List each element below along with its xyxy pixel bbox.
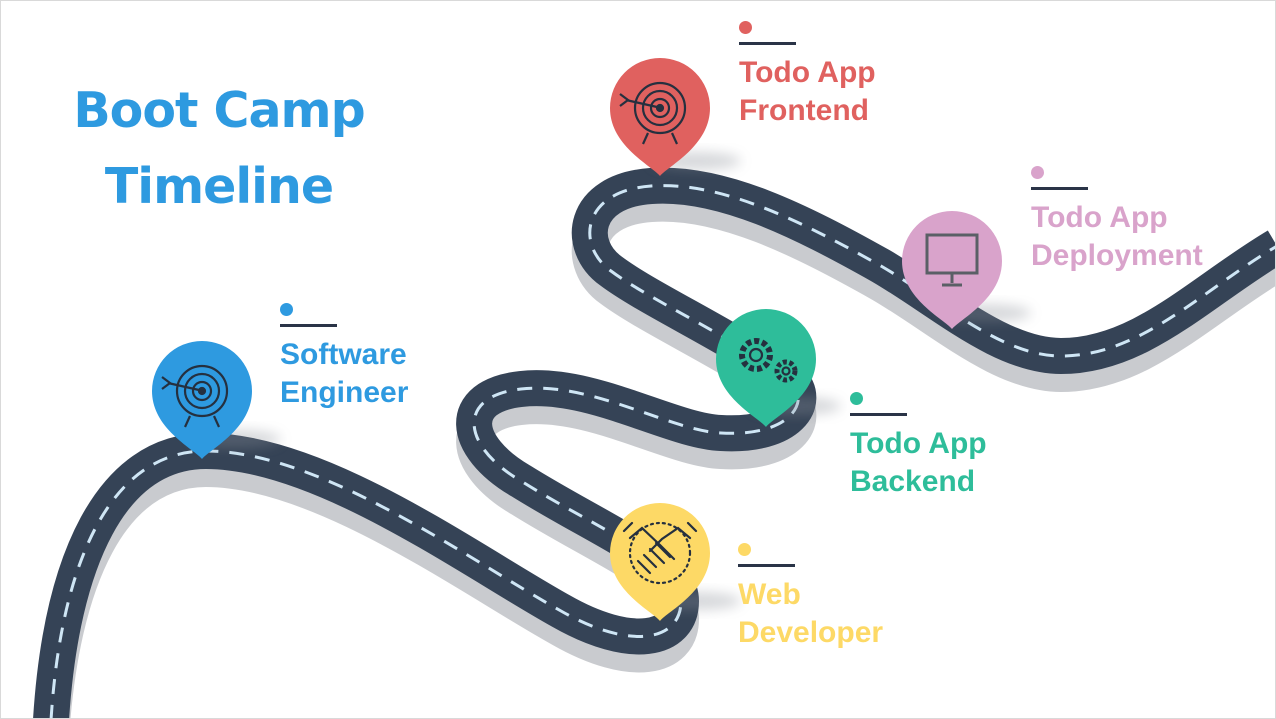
- milestone-label: Web Developer: [738, 576, 883, 652]
- handshake-icon: [622, 521, 698, 585]
- title-line-2: Timeline: [104, 158, 334, 215]
- milestone-label-line-2: Engineer: [280, 376, 409, 409]
- pin-todo-app-deployment: [902, 211, 1002, 329]
- title-line-1: Boot Camp: [73, 82, 365, 139]
- milestone-rule: [738, 564, 795, 567]
- milestone-label-line-1: Todo App: [1031, 201, 1168, 234]
- monitor-icon: [925, 233, 979, 287]
- milestone-label: Todo App Deployment: [1031, 199, 1203, 275]
- milestone-dot: [1031, 166, 1044, 179]
- milestone-label-line-2: Backend: [850, 465, 976, 498]
- milestone-dot: [850, 392, 863, 405]
- milestone-dot: [738, 543, 751, 556]
- target-icon: [161, 364, 229, 428]
- milestone-label-line-1: Software: [280, 338, 407, 371]
- milestone-rule: [280, 324, 337, 327]
- pin-web-developer: [610, 503, 710, 621]
- milestone-label-line-2: Frontend: [739, 94, 869, 127]
- milestone-rule: [1031, 187, 1088, 190]
- milestone-dot: [280, 303, 293, 316]
- milestone-label-line-1: Web: [738, 578, 801, 611]
- milestone-rule: [739, 42, 796, 45]
- milestone-label-line-2: Deployment: [1031, 239, 1203, 272]
- pin-todo-app-frontend: [610, 58, 710, 176]
- milestone-dot: [739, 21, 752, 34]
- milestone-label-line-2: Developer: [738, 616, 884, 649]
- pin-todo-app-backend: [716, 309, 816, 427]
- page-title: Boot Camp Timeline: [69, 73, 369, 225]
- pin-software-engineer: [152, 341, 252, 459]
- milestone-label: Software Engineer: [280, 336, 408, 412]
- milestone-label: Todo App Frontend: [739, 54, 876, 130]
- milestone-label-line-1: Todo App: [850, 427, 987, 460]
- target-icon: [619, 81, 687, 145]
- milestone-label-line-1: Todo App: [739, 56, 876, 89]
- milestone-rule: [850, 413, 907, 416]
- gears-icon: [739, 338, 798, 383]
- milestone-label: Todo App Backend: [850, 425, 987, 501]
